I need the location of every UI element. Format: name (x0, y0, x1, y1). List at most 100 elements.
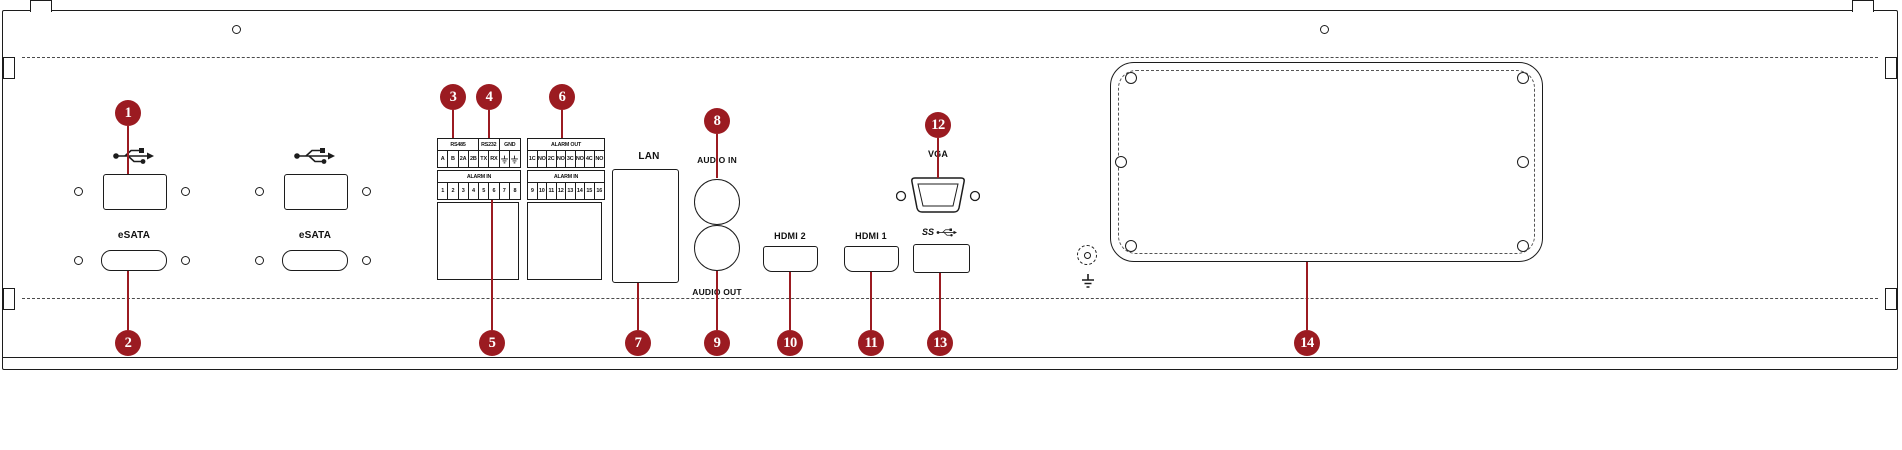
usb-trident-icon (293, 146, 337, 166)
screw-hole (362, 256, 371, 265)
gnd-header: GND (499, 139, 520, 151)
power-inlet-dot (1083, 251, 1091, 259)
pin-cell: A (438, 151, 449, 167)
pin-cell: 11 (547, 183, 557, 199)
alarm-out-terminal-block: ALARM OUT 1C NO 2C NO 3C NO 4C NO (527, 138, 605, 168)
leader-line-10 (789, 272, 791, 330)
pin-cell: 4C (585, 151, 595, 167)
screw-hole (181, 187, 190, 196)
esata-label-2: eSATA (298, 230, 332, 241)
pin-cell: B (448, 151, 459, 167)
usb-trident-icon (112, 146, 156, 166)
usb3-ss-icon: SS (915, 225, 965, 239)
pin-cell: 2 (448, 183, 459, 199)
pin-cell: 15 (585, 183, 595, 199)
callout-3: 3 (440, 84, 466, 110)
earth-ground-icon (510, 151, 520, 167)
screw-hole (362, 187, 371, 196)
power-supply-plate (1110, 62, 1543, 262)
pin-cell: 16 (596, 188, 603, 194)
pin-cell: NO (538, 151, 547, 167)
screw-hole (1517, 240, 1529, 252)
leader-line-8 (716, 134, 718, 178)
leader-line-11 (870, 272, 872, 330)
leader-line-9 (716, 271, 718, 330)
leader-line-6 (561, 110, 563, 138)
side-tab (1885, 57, 1897, 79)
screw-hole (1125, 240, 1137, 252)
screw-hole (255, 256, 264, 265)
power-supply-plate-inner (1118, 70, 1535, 254)
chassis-top-tab (30, 0, 52, 12)
lan-label: LAN (638, 151, 660, 162)
leader-line-1 (127, 126, 129, 174)
audio-out-connector (694, 225, 740, 271)
screw-hole (1320, 25, 1329, 34)
pin-cell: 14 (576, 183, 585, 199)
pin-cell: RX (489, 151, 500, 167)
pin-cell: 8 (513, 188, 517, 194)
callout-5: 5 (479, 330, 505, 356)
pin-cell: 10 (538, 183, 547, 199)
callout-11: 11 (858, 330, 884, 356)
callout-1: 1 (115, 100, 141, 126)
screw-hole (181, 256, 190, 265)
screw-hole (255, 187, 264, 196)
pin-cell: 3 (459, 183, 469, 199)
callout-13: 13 (927, 330, 953, 356)
screw-hole (1115, 156, 1127, 168)
hdmi1-port (844, 246, 899, 272)
usb3-port (913, 244, 970, 273)
pin-cell: NO (576, 151, 585, 167)
pin-cell: 7 (500, 183, 510, 199)
pin-cell: NO (595, 156, 604, 162)
leader-line-5 (491, 200, 493, 330)
usb-port-1 (103, 174, 167, 210)
esata-port-1 (101, 250, 167, 271)
lan-port (612, 169, 679, 283)
esata-label-1: eSATA (117, 230, 151, 241)
callout-8: 8 (704, 108, 730, 134)
callout-12: 12 (925, 112, 951, 138)
leader-line-3 (452, 110, 454, 138)
inner-dashed-line-bottom (22, 298, 1878, 299)
screw-hole (1125, 72, 1137, 84)
leader-line-7 (637, 283, 639, 330)
power-inlet-icon (1077, 245, 1097, 265)
screw-hole (232, 25, 241, 34)
callout-7: 7 (625, 330, 651, 356)
side-tab (3, 288, 15, 310)
leader-line-13 (939, 273, 941, 330)
pin-cell: NO (557, 151, 566, 167)
screw-hole (74, 187, 83, 196)
hdmi1-label: HDMI 1 (855, 231, 887, 241)
serial-terminal-block: RS485 RS232 GND A B 2A 2B TX RX (437, 138, 521, 168)
pin-cell: 6 (489, 183, 500, 199)
earth-ground-icon (1080, 274, 1096, 288)
screw-hole (1517, 72, 1529, 84)
alarm-out-header: ALARM OUT (528, 139, 604, 151)
usb-port-2 (284, 174, 348, 210)
leader-line-14 (1306, 262, 1308, 330)
bottom-lip-line (2, 357, 1898, 358)
pin-cell: TX (479, 151, 490, 167)
side-tab (3, 57, 15, 79)
pin-cell: 1C (528, 151, 538, 167)
pin-cell: 9 (528, 183, 538, 199)
side-tab (1885, 288, 1897, 310)
pin-cell: 5 (479, 183, 490, 199)
rs232-header: RS232 (479, 139, 500, 151)
pin-cell: 4 (469, 183, 479, 199)
callout-6: 6 (549, 84, 575, 110)
callout-14: 14 (1294, 330, 1320, 356)
terminal-connector-body (437, 202, 519, 280)
hdmi2-port (763, 246, 818, 272)
esata-port-2 (282, 250, 348, 271)
pin-cell: 3C (566, 151, 576, 167)
earth-ground-icon (500, 151, 510, 167)
alarm-in-header-1: ALARM IN (438, 171, 520, 183)
pin-cell: 12 (557, 183, 566, 199)
pin-cell: 2B (469, 151, 479, 167)
screw-hole (74, 256, 83, 265)
